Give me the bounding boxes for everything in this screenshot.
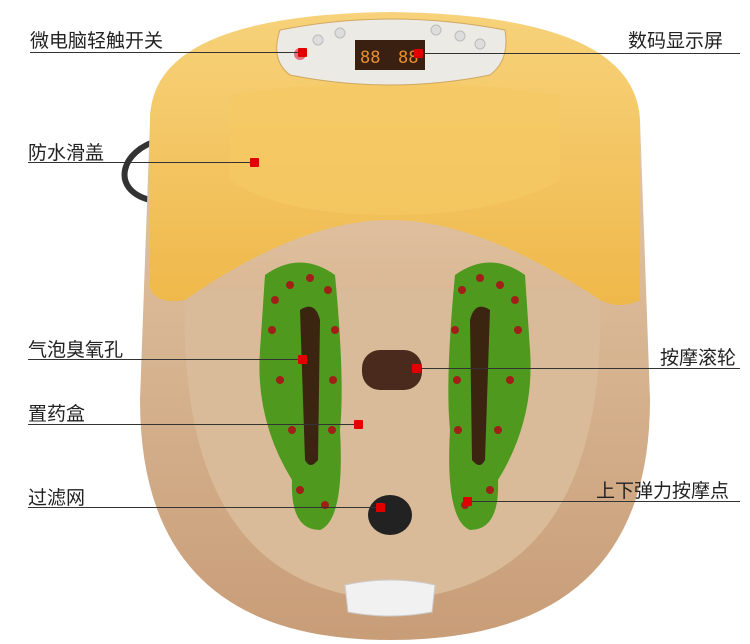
label-elastic-points: 上下弹力按摩点 xyxy=(596,480,730,502)
lid-highlight xyxy=(230,82,560,215)
marker-dot xyxy=(250,158,259,167)
marker-dot xyxy=(414,49,423,58)
leader-line xyxy=(28,359,302,360)
panel-button[interactable] xyxy=(474,38,486,50)
label-medicine-box: 置药盒 xyxy=(28,403,86,425)
right-bubble-channel xyxy=(470,306,490,465)
leader-line xyxy=(467,501,740,502)
right-foot-pad xyxy=(448,262,531,530)
label-waterproof-cover: 防水滑盖 xyxy=(28,142,105,164)
panel-button[interactable] xyxy=(430,24,442,36)
display-left: 88 xyxy=(360,48,380,68)
leader-line xyxy=(28,162,254,163)
marker-dot xyxy=(412,364,421,373)
leader-line xyxy=(416,368,740,369)
label-ozone-holes: 气泡臭氧孔 xyxy=(28,339,124,361)
leader-line xyxy=(30,52,302,53)
marker-dot xyxy=(298,48,307,57)
marker-dot xyxy=(298,355,307,364)
marker-dot xyxy=(376,503,385,512)
marker-dot xyxy=(463,497,472,506)
marker-dot xyxy=(354,420,363,429)
left-bubble-channel xyxy=(300,306,320,465)
display-right: 88 xyxy=(398,48,418,68)
power-cable xyxy=(121,137,161,203)
digital-display xyxy=(355,40,425,70)
label-touch-switch: 微电脑轻触开关 xyxy=(30,30,164,52)
leader-line xyxy=(28,507,380,508)
left-foot-pad xyxy=(259,262,342,530)
filter-screen xyxy=(368,495,412,535)
leader-line xyxy=(28,424,358,425)
front-badge xyxy=(344,579,436,617)
massage-roller xyxy=(362,350,422,390)
label-massage-roller: 按摩滚轮 xyxy=(660,347,737,369)
label-digital-display: 数码显示屏 xyxy=(628,30,724,52)
panel-button[interactable] xyxy=(334,27,346,39)
panel-button[interactable] xyxy=(312,34,324,46)
label-filter-screen: 过滤网 xyxy=(28,487,86,509)
panel-button[interactable] xyxy=(454,30,466,42)
leader-line xyxy=(418,53,740,54)
